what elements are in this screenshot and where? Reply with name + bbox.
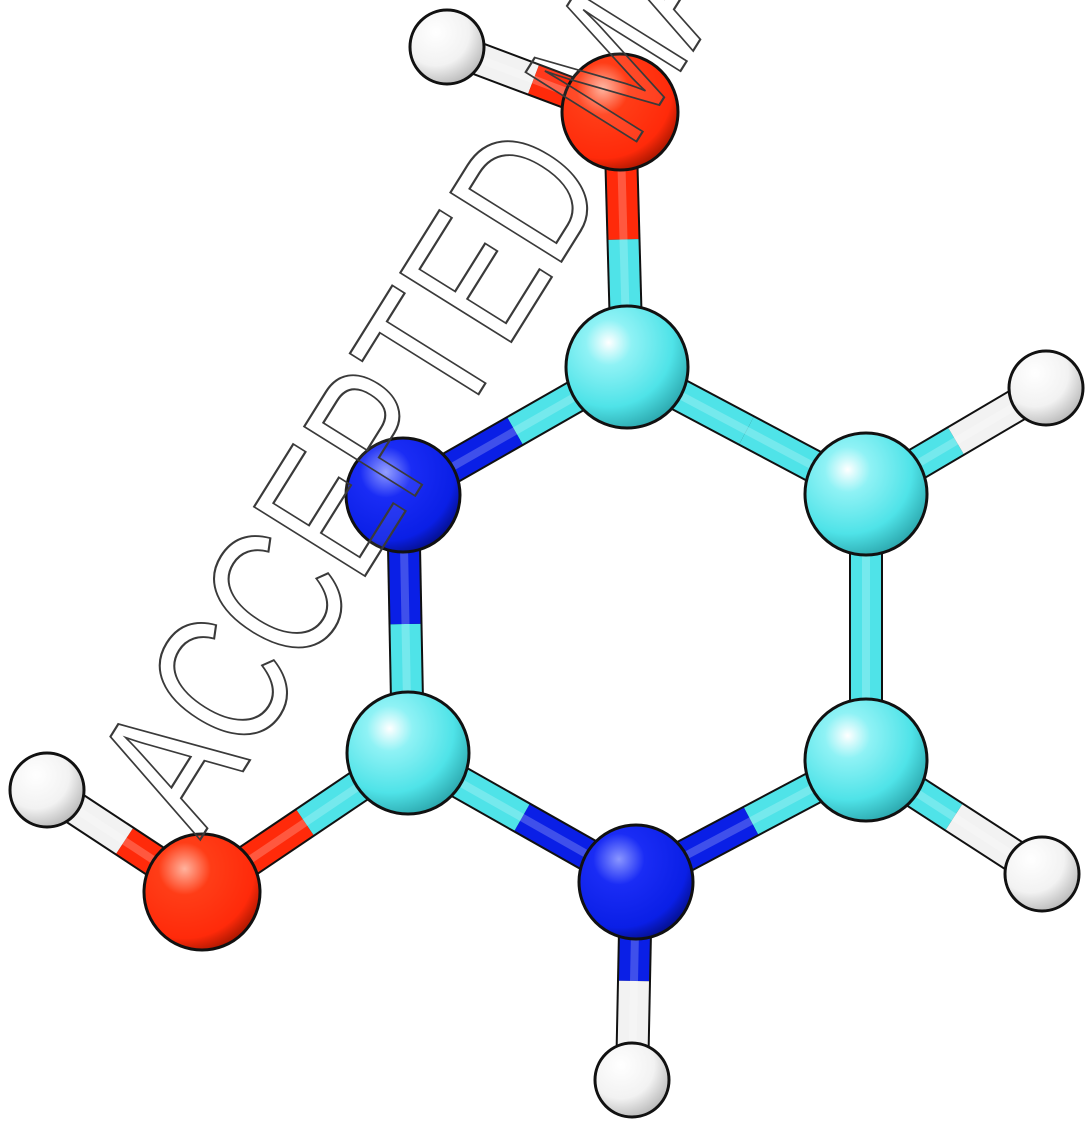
atom-c-C_right_bottom <box>803 697 929 823</box>
atom-h-H_o_bottom <box>8 751 86 829</box>
atom-h-H_right_bottom <box>1003 835 1081 913</box>
atom-h-H_right_top <box>1007 349 1085 427</box>
atom-o-O_bottom <box>142 832 262 952</box>
atom-layer <box>8 8 1085 1119</box>
atom-c-C_right_top <box>803 431 929 557</box>
atom-c-C_top <box>564 304 690 430</box>
atom-n-N_left <box>344 436 462 554</box>
atom-c-C_bottom_left <box>345 690 471 816</box>
atom-h-H_o_top <box>408 8 486 86</box>
atom-h-H_n_bottom <box>593 1041 671 1119</box>
atom-n-N_bottom <box>577 823 695 941</box>
atom-o-O_top <box>560 52 680 172</box>
